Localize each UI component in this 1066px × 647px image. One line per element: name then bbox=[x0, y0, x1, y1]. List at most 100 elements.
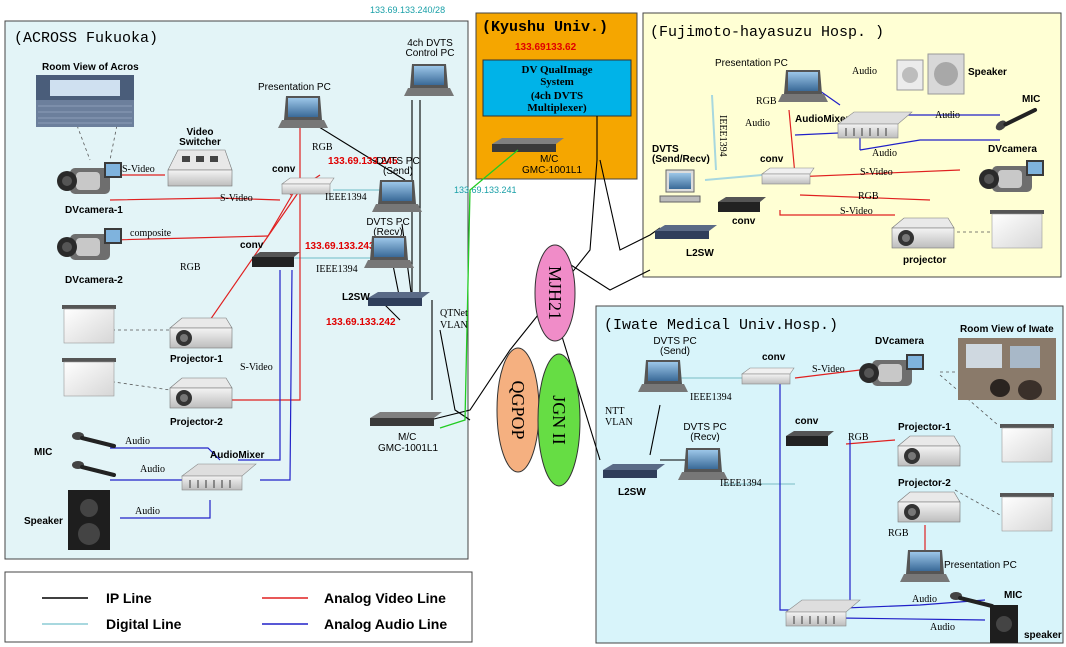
across-gmc-label: GMC-1001L1 bbox=[378, 443, 438, 454]
iwate-rgb-a: RGB bbox=[848, 432, 869, 443]
across-projector-1 bbox=[169, 317, 233, 349]
jgn2-label: JGN II bbox=[549, 395, 569, 445]
fujimoto-presentation-pc-label: Presentation PC bbox=[715, 58, 788, 69]
fujimoto-l2sw-label: L2SW bbox=[686, 248, 714, 259]
fujimoto-audio-d: Audio bbox=[872, 148, 897, 159]
fujimoto-conv-b-label: conv bbox=[732, 216, 756, 227]
fujimoto-speaker-label: Speaker bbox=[968, 67, 1007, 78]
network-jgn2: JGN II bbox=[537, 353, 581, 487]
network-qgpop: QGPOP bbox=[496, 347, 540, 473]
across-l2sw-device bbox=[368, 292, 430, 306]
iwate-mic-label: MIC bbox=[1004, 590, 1022, 601]
across-title: (ACROSS Fukuoka) bbox=[14, 30, 158, 47]
fujimoto-conv-b bbox=[718, 197, 766, 212]
iwate-room-view-image bbox=[958, 338, 1056, 400]
across-projector-2 bbox=[169, 377, 233, 409]
iwate-conv-a bbox=[741, 367, 795, 385]
ieee-label-a: IEEE1394 bbox=[325, 192, 367, 203]
legend-ip-line: IP Line bbox=[106, 590, 152, 606]
across-room-view-label: Room View of Acros bbox=[42, 62, 139, 73]
iwate-audio-a: Audio bbox=[912, 594, 937, 605]
iwate-dvts-send-label-2: (Send) bbox=[660, 346, 690, 357]
composite-label: composite bbox=[130, 228, 172, 239]
iwate-ieee-b: IEEE1394 bbox=[720, 478, 762, 489]
fujimoto-rgb-b: RGB bbox=[858, 191, 879, 202]
fujimoto-audio-c: Audio bbox=[935, 110, 960, 121]
conv1-label: conv bbox=[272, 164, 296, 175]
fujimoto-hosp-region bbox=[642, 12, 1062, 278]
iwate-screen-1 bbox=[999, 423, 1055, 463]
fujimoto-audio-b: Audio bbox=[745, 118, 770, 129]
iwate-conv-b bbox=[786, 431, 834, 446]
across-audiomixer-label: AudioMixer bbox=[210, 450, 265, 461]
iwate-ntt-label-2: VLAN bbox=[605, 417, 633, 428]
fujimoto-audiomixer-label: AudioMixer bbox=[795, 114, 850, 125]
iwate-ieee-a: IEEE1394 bbox=[690, 392, 732, 403]
iwate-rgb-b: RGB bbox=[888, 528, 909, 539]
qtnet-label-1: QTNet bbox=[440, 308, 468, 319]
iwate-speaker-device bbox=[990, 605, 1018, 643]
conv2-label: conv bbox=[240, 240, 264, 251]
dvts-send-label-2: (Send) bbox=[383, 166, 413, 177]
iwate-presentation-pc-label: Presentation PC bbox=[944, 560, 1017, 571]
across-screen-2 bbox=[61, 357, 117, 397]
fujimoto-dvts-label-1: DVTS bbox=[652, 144, 679, 155]
fujimoto-audio-a: Audio bbox=[852, 66, 877, 77]
fujimoto-svideo-b: S-Video bbox=[840, 206, 873, 217]
ieee-label-b: IEEE1394 bbox=[316, 264, 358, 275]
fujimoto-ieee: IEEE1394 bbox=[717, 115, 728, 157]
legend-analog-video: Analog Video Line bbox=[324, 590, 446, 606]
qgpop-label: QGPOP bbox=[508, 380, 528, 439]
iwate-projector-1 bbox=[897, 435, 961, 467]
iwate-screen-2 bbox=[999, 492, 1055, 532]
fujimoto-conv-a bbox=[761, 167, 815, 185]
ip-dvts-send: 133.69.133.245 bbox=[328, 156, 398, 167]
conv2-device bbox=[252, 252, 300, 267]
iwate-ntt-label-1: NTT bbox=[605, 406, 624, 417]
fujimoto-screen bbox=[989, 209, 1045, 249]
fujimoto-projector bbox=[891, 217, 955, 249]
fujimoto-dvcamera-label: DVcamera bbox=[988, 144, 1037, 155]
rgb-label-2: RGB bbox=[180, 262, 201, 273]
dvts-send-label-1: DVTS PC bbox=[376, 156, 419, 167]
across-mc-label: M/C bbox=[398, 432, 416, 443]
svideo-label-b: S-Video bbox=[220, 193, 253, 204]
legend-digital-line: Digital Line bbox=[106, 616, 182, 632]
dv-system-line3: (4ch DVTS bbox=[531, 90, 583, 102]
qtnet-label-2: VLAN bbox=[440, 320, 468, 331]
rgb-label-1: RGB bbox=[312, 142, 333, 153]
kyushu-ip: 133.69133.62 bbox=[515, 42, 577, 53]
iwate-l2sw-device bbox=[603, 464, 665, 478]
fujimoto-title: (Fujimoto-hayasuzu Hosp. ) bbox=[650, 24, 884, 41]
kyushu-title: (Kyushu Univ.) bbox=[482, 19, 608, 36]
iwate-svideo: S-Video bbox=[812, 364, 845, 375]
dvcamera-1-label: DVcamera-1 bbox=[65, 205, 123, 216]
kyushu-mc-label: M/C bbox=[540, 154, 558, 165]
legend-box bbox=[4, 571, 473, 643]
ctrl-pc-label-2: Control PC bbox=[406, 48, 455, 59]
iwate-speaker-label: speaker bbox=[1024, 630, 1062, 641]
dvts-recv-label-1: DVTS PC bbox=[366, 217, 409, 228]
fujimoto-mic-label: MIC bbox=[1022, 94, 1040, 105]
fujimoto-speaker-device bbox=[896, 53, 965, 95]
across-room-view-image bbox=[36, 75, 134, 127]
iwate-conv-b-label: conv bbox=[795, 416, 819, 427]
ctrl-pc-label-1: 4ch DVTS bbox=[407, 38, 453, 49]
across-presentation-pc-label: Presentation PC bbox=[258, 82, 331, 93]
fujimoto-dvts-label-2: (Send/Recv) bbox=[652, 154, 710, 165]
kyushu-gmc-label: GMC-1001L1 bbox=[522, 165, 582, 176]
video-switcher-device bbox=[167, 149, 233, 187]
iwate-dvts-send-label-1: DVTS PC bbox=[653, 336, 696, 347]
dvts-recv-label-2: (Recv) bbox=[373, 227, 402, 238]
video-switcher-label-2: Switcher bbox=[179, 137, 221, 148]
iwate-conv-a-label: conv bbox=[762, 352, 786, 363]
iwate-title: (Iwate Medical Univ.Hosp.) bbox=[604, 317, 838, 334]
video-switcher-label-1: Video bbox=[186, 127, 213, 138]
kyushu-mc-ip: 133.69.133.241 bbox=[454, 185, 517, 195]
svideo-label-a: S-Video bbox=[122, 164, 155, 175]
across-speaker-label: Speaker bbox=[24, 516, 63, 527]
legend-analog-audio: Analog Audio Line bbox=[324, 616, 447, 632]
dv-system-line1: DV QualImage bbox=[522, 64, 593, 76]
iwate-dvts-recv-label-2: (Recv) bbox=[690, 432, 719, 443]
fujimoto-svideo-a: S-Video bbox=[860, 167, 893, 178]
